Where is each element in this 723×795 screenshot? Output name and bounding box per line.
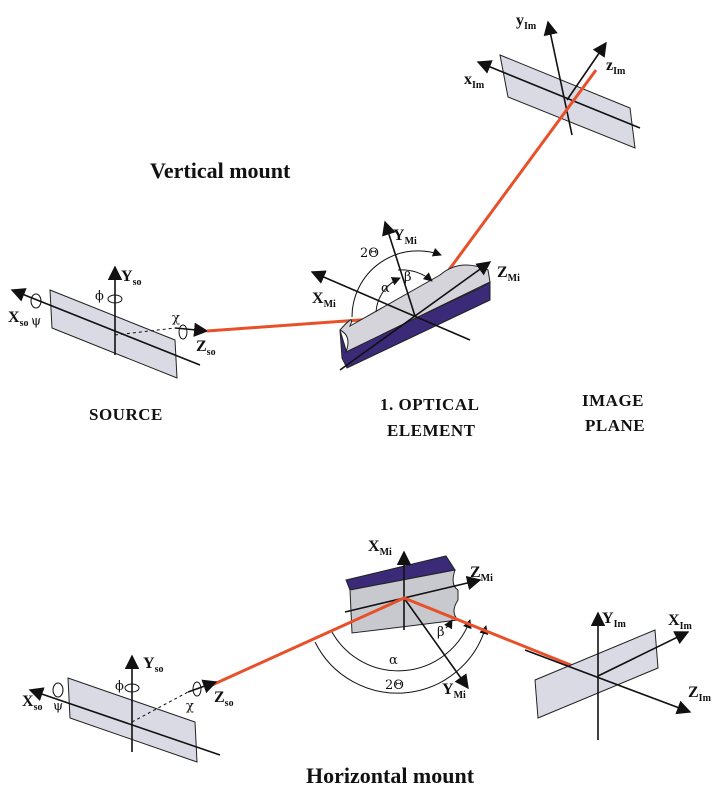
mirror-y-label: YMi [393,227,417,247]
image-h-x-label: XIm [668,612,692,632]
image-z-axis [566,41,607,101]
phi-label-h: ϕ [115,679,124,694]
source-h-x-label: Xso [22,693,42,713]
image-plane-caption-2: PLANE [585,416,645,435]
image-x-axis [476,60,641,129]
mirror-h-z-label: ZMi [470,564,493,584]
mirror-y-axis [382,220,416,317]
optical-element-caption-1: 1. OPTICAL [380,395,479,414]
image-plane-horizontal: YIm XIm ZIm [524,610,712,740]
phi-label: ϕ [95,289,104,304]
image-y-label: yIm [516,12,537,32]
beam-horizontal [211,596,599,687]
beta-label-h: β [437,625,445,640]
image-plane-caption-1: IMAGE [582,391,644,410]
image-x-label: xIm [464,71,485,91]
optical-element-vertical: YMi 2Θ β α XMi ZMi [310,220,520,371]
source-z-label: Zso [196,338,216,358]
image-h-y-label: YIm [602,610,626,630]
source-vertical: Xso ψ ϕ Yso χ Zso [8,265,216,379]
psi-label-h: ψ [53,699,63,714]
source-x-axis [10,288,201,366]
source-caption: SOURCE [89,405,163,424]
mirror-h-y-axis [403,597,469,690]
source-h-z-axis [187,679,218,694]
image-h-x-axis [597,631,690,677]
psi-label: ψ [31,314,41,329]
source-y-label: Yso [121,268,141,288]
optical-element-horizontal: XMi ZMi β α 2Θ YMi [314,538,493,701]
chi-label: χ [172,311,180,326]
source-h-x-axis [28,687,221,756]
two-theta-label-v: 2Θ [360,246,379,261]
image-z-label: zIm [606,57,626,77]
horizontal-mount-title: Horizontal mount [306,763,475,788]
image-y-axis [543,20,573,136]
image-plane-vertical: yIm xIm zIm [464,12,641,149]
two-theta-label-h: 2Θ [385,678,404,693]
mirror-x-label: XMi [312,290,336,310]
mirror-x-axis [310,270,471,341]
image-h-z-axis [524,649,692,715]
mirror-h-x-label: XMi [368,538,392,558]
source-h-y-label: Yso [143,655,163,675]
mirror-z-label: ZMi [497,264,520,284]
source-x-label: Xso [8,309,28,329]
source-z-axis [174,322,209,337]
optical-element-caption-2: ELEMENT [387,421,476,440]
source-horizontal: Xso ψ ϕ Yso χ Zso [22,654,234,763]
vertical-mount-title: Vertical mount [150,158,291,183]
source-h-z-label: Zso [214,689,234,709]
chi-label-h: χ [186,699,194,714]
alpha-label-v: α [381,281,390,296]
mirror-h-y-label: YMi [442,681,466,701]
alpha-label-h: α [389,653,398,668]
beta-label-v: β [404,270,412,285]
image-h-z-label: ZIm [688,684,712,704]
mirror-h-z-axis [344,575,482,613]
